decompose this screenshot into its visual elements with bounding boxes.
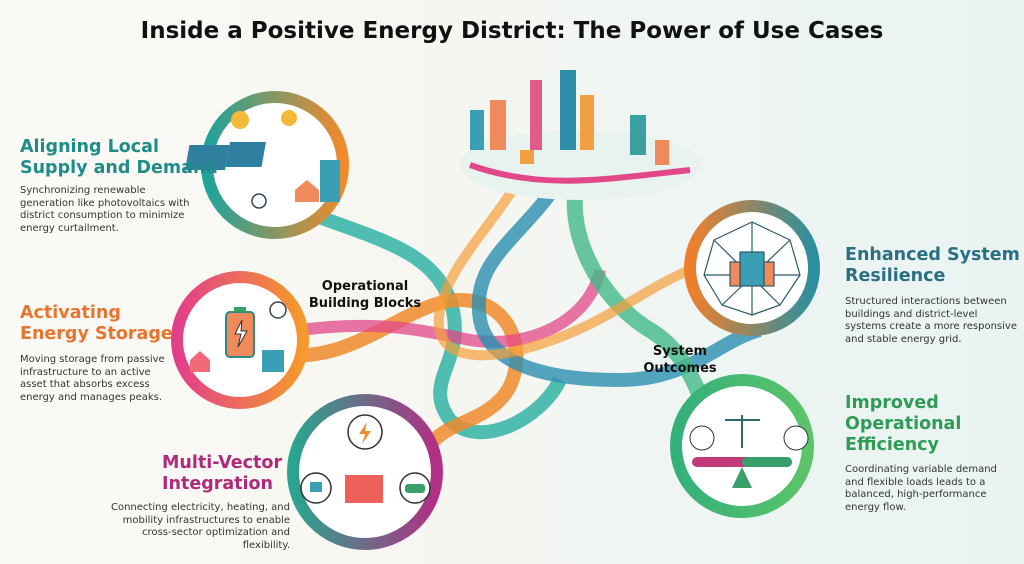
plug-radiator-car-icon: [300, 414, 431, 504]
label-line: Outcomes: [643, 361, 717, 376]
label-line: Operational: [321, 279, 409, 294]
heading-line: Integration: [162, 474, 274, 494]
label-line: System: [652, 344, 708, 359]
use-case-body: Connecting electricity, heating, and mob…: [110, 502, 290, 551]
heading-line: Resilience: [845, 266, 946, 286]
use-case-body: Moving storage from passive infrastructu…: [20, 354, 165, 403]
heading-line: Improved: [845, 393, 939, 413]
page-title: Inside a Positive Energy District: The P…: [140, 18, 884, 44]
heading-line: Supply and Demand: [20, 158, 218, 178]
outcome-body: Structured interactions between building…: [845, 296, 1017, 345]
outcome-body: Coordinating variable demand and flexibl…: [845, 464, 997, 513]
heading-line: Efficiency: [845, 435, 939, 455]
use-case-body: Synchronizing renewable generation like …: [20, 185, 190, 234]
heading-line: Operational: [845, 414, 962, 434]
label-line: Building Blocks: [308, 296, 422, 311]
heading-line: Activating: [20, 303, 121, 323]
solar-panel-house-icon: [185, 110, 340, 209]
battery-icon: [190, 301, 287, 372]
heading-line: Aligning Local: [20, 137, 159, 157]
balance-scale-icon: [689, 415, 809, 488]
heading-line: Energy Storage: [20, 324, 173, 344]
network-building-icon: [703, 221, 801, 316]
district-town-illustration: [460, 70, 700, 200]
heading-line: Multi-Vector: [162, 453, 283, 473]
heading-line: Enhanced System: [845, 245, 1020, 265]
